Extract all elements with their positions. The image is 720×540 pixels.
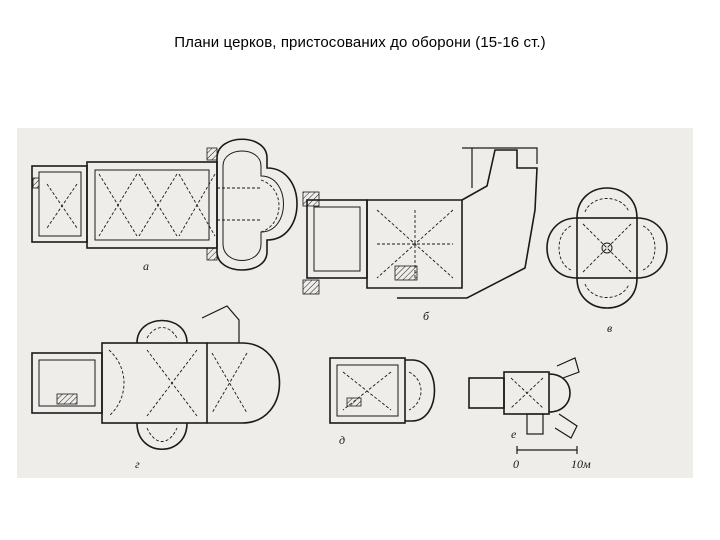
- plan-b: [302, 147, 538, 299]
- plan-g: [31, 305, 281, 450]
- scale-start-label: 0: [513, 457, 519, 471]
- scale-end-label: 10м: [571, 457, 591, 471]
- plan-label-e: е: [511, 427, 517, 441]
- plan-label-b: б: [423, 309, 430, 323]
- plan-label-a: а: [143, 259, 149, 273]
- plan-d: [329, 357, 436, 424]
- slide-title: Плани церков, пристосованих до оборони (…: [174, 34, 546, 51]
- plan-label-v: в: [607, 321, 613, 335]
- plan-label-g: г: [135, 457, 140, 471]
- plans-drawing: [31, 138, 668, 454]
- plan-v: [546, 187, 668, 309]
- plan-e: [468, 357, 580, 439]
- scale-bar: [516, 446, 578, 454]
- plan-label-d: д: [339, 433, 346, 447]
- plan-a: [31, 138, 298, 271]
- scanned-plans-figure: а б в г д е 0 10м: [17, 128, 693, 478]
